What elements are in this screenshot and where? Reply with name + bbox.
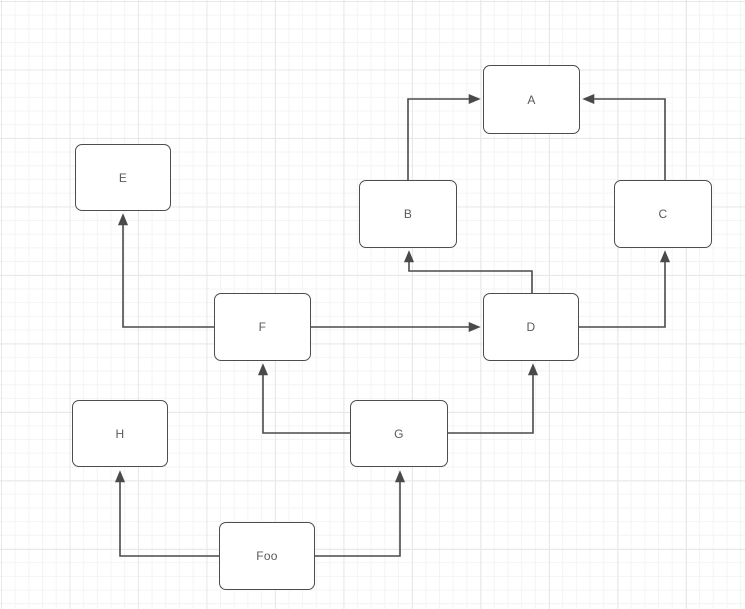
node-g[interactable]: G [350,400,448,467]
edge-line [315,473,401,557]
node-label-foo: Foo [256,549,278,563]
arrowhead-icon [659,250,671,263]
node-label-a: A [527,92,536,107]
edge-line [119,473,219,557]
arrowhead-icon [527,363,539,376]
edge-f-to-d[interactable] [311,321,481,333]
edge-line [407,98,478,180]
edge-foo-to-g[interactable] [315,470,406,557]
edge-g-to-f[interactable] [257,363,350,434]
node-label-d: D [526,320,536,334]
edge-line [122,216,214,328]
node-label-h: H [115,426,125,441]
node-c[interactable]: C [614,180,712,248]
arrowhead-icon [114,470,126,483]
edge-d-to-c[interactable] [579,250,671,328]
edge-f-to-e[interactable] [117,213,214,328]
arrowhead-icon [468,321,481,333]
arrowhead-icon [117,213,129,226]
arrowhead-icon [582,93,595,105]
node-h[interactable]: H [72,400,168,467]
arrowhead-icon [468,93,481,105]
edge-line [262,366,350,434]
node-e[interactable]: E [75,144,171,211]
node-a[interactable]: A [483,65,580,134]
node-b[interactable]: B [359,180,457,248]
node-label-g: G [394,426,404,441]
edge-line [579,253,666,328]
arrowhead-icon [257,363,269,376]
edge-line [585,98,666,180]
node-label-f: F [258,320,267,334]
arrowhead-icon [394,470,406,483]
edge-d-to-b[interactable] [403,250,533,293]
edge-c-to-a[interactable] [582,93,666,180]
node-d[interactable]: D [483,293,579,361]
arrowhead-icon [403,250,415,263]
edge-line [448,366,534,434]
edge-foo-to-h[interactable] [114,470,219,557]
node-foo[interactable]: Foo [219,522,315,590]
edge-line [408,253,533,293]
node-f[interactable]: F [214,293,311,361]
node-label-c: C [658,207,668,221]
edge-g-to-d[interactable] [448,363,539,434]
node-label-b: B [403,207,413,221]
node-label-e: E [118,170,128,185]
edge-b-to-a[interactable] [407,93,481,180]
